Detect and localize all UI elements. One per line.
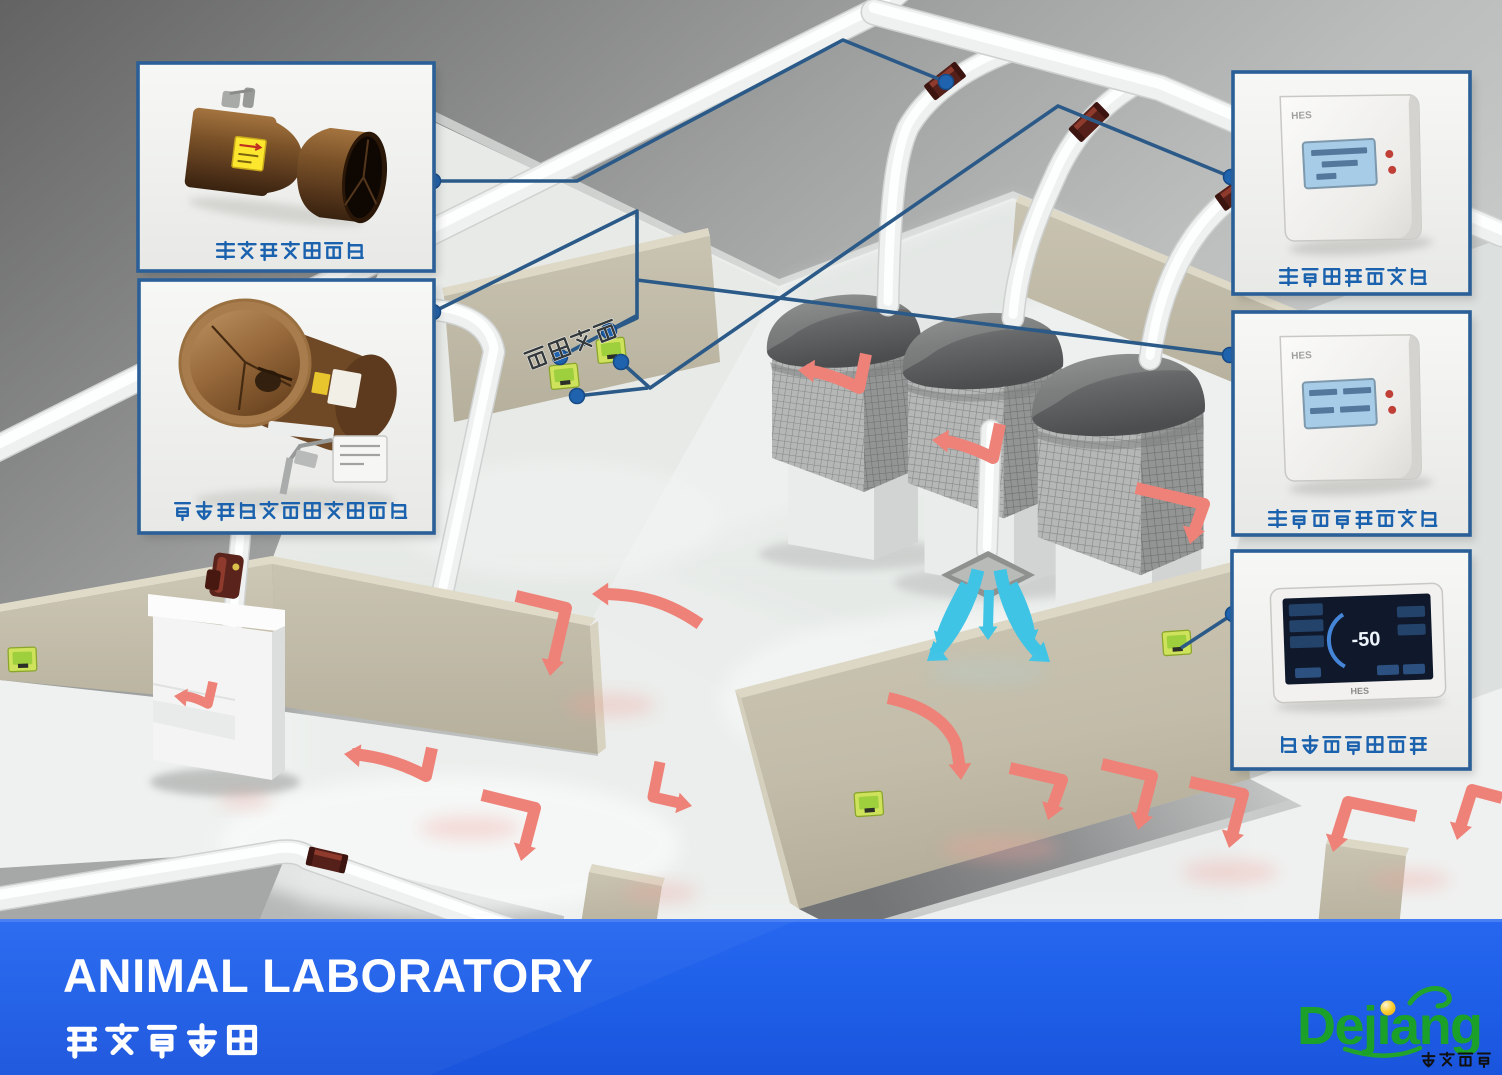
svg-text:HES: HES (1291, 350, 1312, 362)
svg-text:HES: HES (1291, 110, 1312, 122)
svg-text:ANIMAL LABORATORY: ANIMAL LABORATORY (63, 949, 594, 1002)
svg-text:HES: HES (1350, 686, 1369, 697)
svg-text:-50: -50 (1351, 628, 1381, 651)
